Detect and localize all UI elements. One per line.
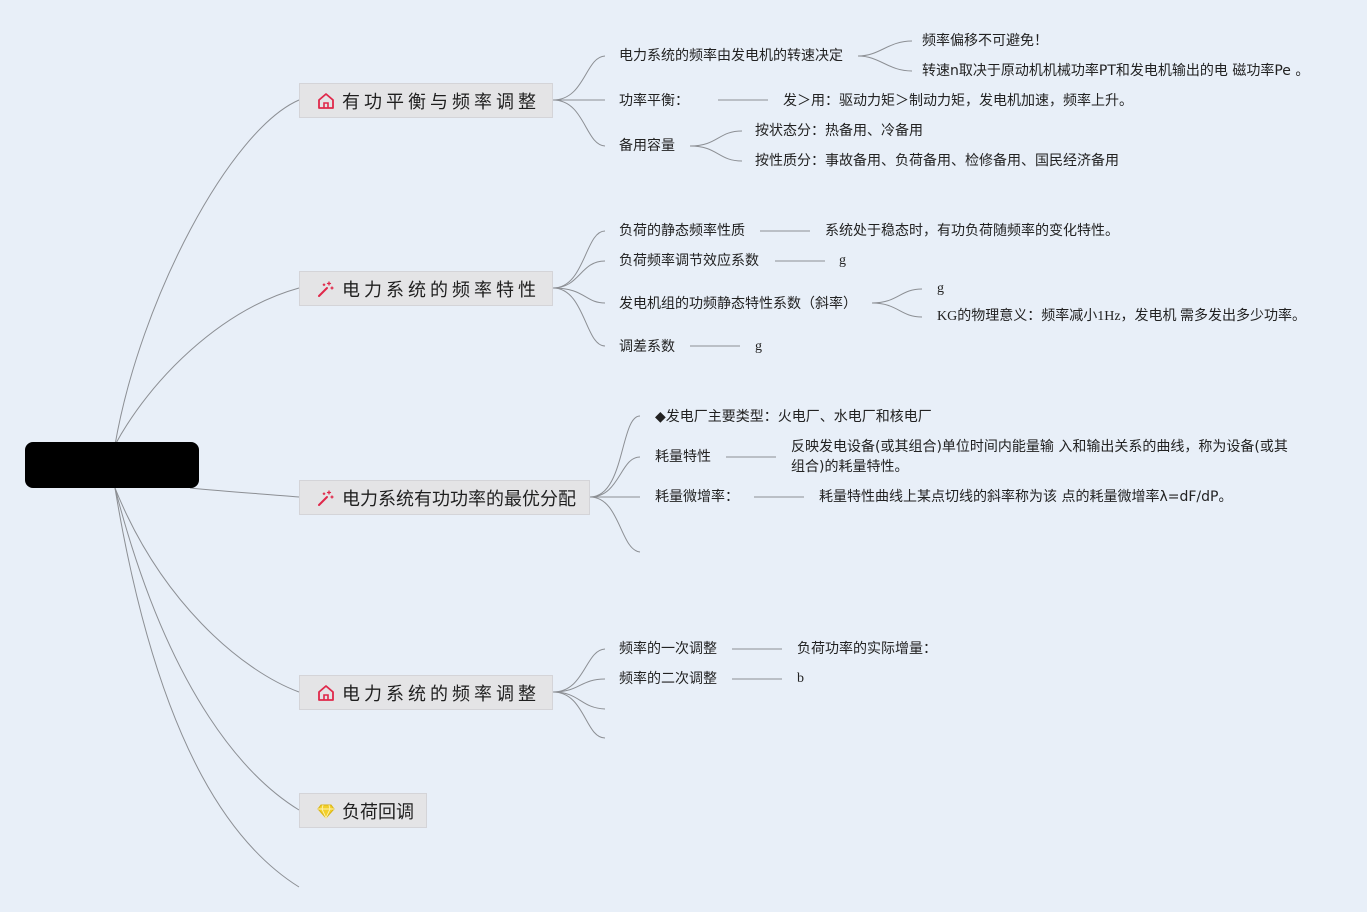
gem-icon (316, 801, 336, 821)
item-detail[interactable]: g (755, 339, 762, 354)
topic-title: 电力系统有功功率的最优分配 (342, 488, 576, 510)
item-label[interactable]: 负荷的静态频率性质 (619, 223, 745, 239)
topic-title: 有功平衡与频率调整 (342, 91, 540, 113)
topic-frequency-characteristics[interactable]: 电力系统的频率特性 (299, 271, 553, 306)
topic-frequency-adjustment[interactable]: 电力系统的频率调整 (299, 675, 553, 710)
topic-power-balance[interactable]: 有功平衡与频率调整 (299, 83, 553, 118)
root-topic[interactable] (25, 442, 199, 488)
item-detail[interactable]: 耗量特性曲线上某点切线的斜率称为该 点的耗量微增率λ=dF/dP。 (819, 489, 1233, 505)
item-label[interactable]: 频率的二次调整 (619, 671, 717, 687)
item-label[interactable]: 负荷频率调节效应系数 (619, 253, 759, 269)
item-detail[interactable]: KG的物理意义：频率减小1Hz，发电机 需多发出多少功率。 (937, 309, 1307, 324)
item-detail[interactable]: 负荷功率的实际增量： (797, 641, 937, 657)
topic-title: 负荷回调 (342, 801, 414, 823)
item-detail[interactable]: 转速n取决于原动机机械功率PT和发电机输出的电 磁功率Pe 。 (922, 63, 1310, 79)
item-detail[interactable]: 频率偏移不可避免！ (922, 33, 1048, 49)
item-detail[interactable]: g (839, 253, 846, 268)
topic-title: 电力系统的频率调整 (342, 683, 540, 705)
item-detail[interactable]: 反映发电设备(或其组合)单位时间内能量输 入和输出关系的曲线，称为设备(或其 (791, 439, 1288, 455)
item-label[interactable]: 电力系统的频率由发电机的转速决定 (619, 48, 843, 64)
magic-wand-icon (316, 279, 336, 299)
item-label[interactable]: 耗量特性 (655, 449, 711, 465)
topic-title: 电力系统的频率特性 (342, 279, 540, 301)
item-detail[interactable]: 系统处于稳态时，有功负荷随频率的变化特性。 (825, 223, 1119, 239)
item-detail[interactable]: 组合)的耗量特性。 (791, 459, 909, 475)
item-detail[interactable]: 按性质分：事故备用、负荷备用、检修备用、国民经济备用 (755, 153, 1119, 169)
item-label[interactable]: 耗量微增率： (655, 489, 739, 505)
item-detail[interactable]: g (937, 281, 944, 296)
item-label[interactable]: 功率平衡： (619, 93, 689, 109)
item-detail[interactable]: 按状态分：热备用、冷备用 (755, 123, 923, 139)
item-label[interactable]: 调差系数 (619, 339, 675, 355)
topic-optimal-allocation[interactable]: 电力系统有功功率的最优分配 (299, 480, 590, 515)
item-label[interactable]: 频率的一次调整 (619, 641, 717, 657)
magic-wand-icon (316, 488, 336, 508)
house-icon (316, 683, 336, 703)
item-detail[interactable]: 发＞用：驱动力矩＞制动力矩，发电机加速，频率上升。 (783, 93, 1133, 109)
item-label[interactable]: 备用容量 (619, 138, 675, 154)
item-label[interactable]: ◆发电厂主要类型：火电厂、水电厂和核电厂 (655, 409, 932, 425)
item-label[interactable]: 发电机组的功频静态特性系数（斜率） (619, 296, 857, 312)
item-detail[interactable]: b (797, 671, 804, 686)
house-icon (316, 91, 336, 111)
topic-load-callback[interactable]: 负荷回调 (299, 793, 427, 828)
